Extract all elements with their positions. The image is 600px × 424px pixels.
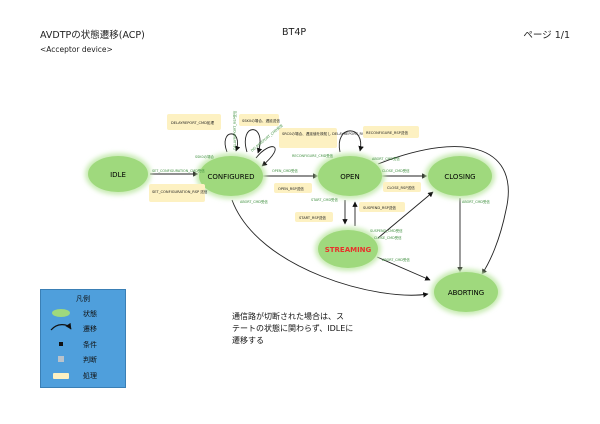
loop-configured-1 [224,133,241,153]
legend-icons [50,309,72,379]
cond-suspend-cmd: SUSPEND_CMD受信 [370,228,403,233]
legend-label-transition: 遷移 [83,325,97,333]
cond-abort-closing: ABORT_CMD受信 [462,199,490,204]
cond-abort-open: ABORT_CMD受信 [372,156,400,161]
arrow-open-aborting [377,146,509,275]
process-ssk0-delay: SSK0の場合、遅延送信 [242,118,280,123]
state-label: ABORTING [448,289,484,297]
process-src0-delay: SRC0の場合、遅延値を検知し DELAYREPORT_RSP送信 [282,131,374,136]
disconnect-note: 通信路が切断された場合は、ス テートの状態に関わらず、IDLEに 遷移する [232,312,354,345]
decision-icon [58,356,64,362]
process-boxes: DELAYREPORT_CMD処理 SSK0の場合、遅延送信 SRC0の場合、遅… [149,114,421,222]
legend-title: 凡例 [76,295,90,303]
legend-label-process: 処理 [83,372,97,380]
cond-set-configuration-cmd: SET_CONFIGURATION_CMD受信 [152,168,205,173]
arrow-streaming-aborting [376,256,431,281]
process-src0-line1: SRC0の場合、遅延値を検知し DELAYREPORT_RSP送信 [282,131,374,136]
page-number: ページ 1/1 [523,30,570,41]
diagram-center-label: BT4P [282,27,307,38]
process-icon [53,373,69,379]
cond-delayreport-rsp: DELAYREPORT_RSP受信 [232,110,237,150]
legend-label-condition: 条件 [83,341,97,349]
legend-label-decision: 判断 [83,356,97,364]
cond-reconfigure-cmd: RECONFIGURE_CMD受信 [292,153,334,158]
state-closing: CLOSING [425,153,495,199]
transition-icon [50,322,72,331]
transition-arrows [150,129,509,298]
legend-label-state: 状態 [83,310,97,318]
process-delayreport-cmd: DELAYREPORT_CMD処理 [171,120,214,125]
state-icon [52,309,70,317]
loop-configured-2 [244,129,263,154]
arrow-streaming-closing [377,191,434,239]
legend: 凡例 状態 遷移 条件 判断 処理 [40,289,126,388]
state-idle: IDLE [85,153,151,195]
process-open-rsp: OPEN_RSP送信 [278,186,304,191]
state-label: CONFIGURED [208,173,255,181]
cond-abort-streaming: ABORT_CMD受信 [382,257,410,262]
state-label: STREAMING [325,246,372,254]
process-suspend-rsp: SUSPEND_RSP送信 [363,205,396,210]
cond-start-cmd: START_CMD受信 [311,197,338,202]
process-reconfigure-rsp: RECONFIGURE_RSP送信 [366,130,408,135]
process-start-rsp: START_RSP送信 [299,215,326,220]
condition-icon [59,342,63,346]
state-label: OPEN [340,173,359,181]
state-aborting: ABORTING [431,269,501,315]
cond-close-streaming: CLOSE_CMD受信 [374,235,402,240]
state-label: CLOSING [444,173,475,181]
cond-abort-configured: ABORT_CMD受信 [240,199,268,204]
arrow-configured-aborting [231,199,429,298]
state-label: IDLE [110,171,126,179]
cond-ssk0: SSK0の場合 [195,154,214,159]
diagram-subtitle: <Acceptor device> [40,45,113,54]
diagram-title: AVDTPの状態遷移(ACP) [40,30,145,41]
loop-configured-3 [255,146,276,167]
cond-close-open: CLOSE_CMD受信 [382,168,410,173]
process-set-configuration-rsp: SET_CONFIGURATION_RSP 送信 [152,189,208,194]
state-streaming: STREAMING [315,227,381,271]
process-close-rsp: CLOSE_RSP送信 [387,185,415,190]
state-configured: CONFIGURED [196,153,266,199]
cond-open-cmd: OPEN_CMD受信 [272,168,298,173]
state-open: OPEN [315,153,385,199]
loop-open-reconfigure [338,130,364,153]
